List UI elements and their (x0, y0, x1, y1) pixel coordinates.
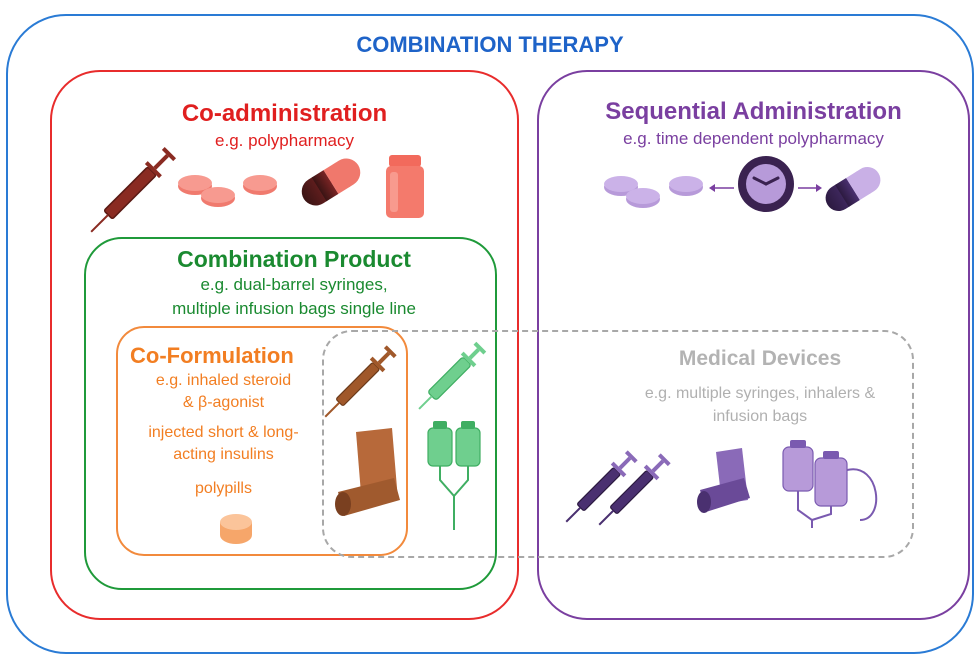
co-formulation-line1: e.g. inhaled steroid (155, 372, 292, 389)
sequential-administration-example: e.g. time dependent polypharmacy (623, 129, 884, 148)
co-formulation-line3: injected short & long- (148, 424, 299, 441)
co-administration-box (50, 70, 519, 620)
sequential-administration-box (537, 70, 970, 620)
co-formulation-heading: Co-Formulation (130, 343, 294, 368)
co-formulation-box (116, 326, 408, 556)
medical-devices-heading: Medical Devices (678, 347, 842, 370)
co-administration-example: e.g. polypharmacy (215, 131, 354, 150)
combination-product-example-line1: e.g. dual-barrel syringes, (200, 275, 388, 294)
medical-devices-box (322, 330, 914, 558)
co-administration-heading: Co-administration (181, 100, 388, 127)
combination-product-box (84, 237, 497, 590)
diagram-title: COMBINATION THERAPY (356, 32, 624, 57)
co-formulation-line2: & β-agonist (182, 394, 265, 411)
medical-devices-line2: infusion bags (712, 408, 808, 425)
combination-product-heading: Combination Product (177, 246, 411, 272)
co-formulation-line5: polypills (195, 480, 252, 497)
sequential-administration-heading: Sequential Administration (605, 98, 902, 125)
co-formulation-line4: acting insulins (173, 446, 274, 463)
combination-product-example-line2: multiple infusion bags single line (172, 299, 416, 318)
medical-devices-line1: e.g. multiple syringes, inhalers & (644, 385, 876, 402)
